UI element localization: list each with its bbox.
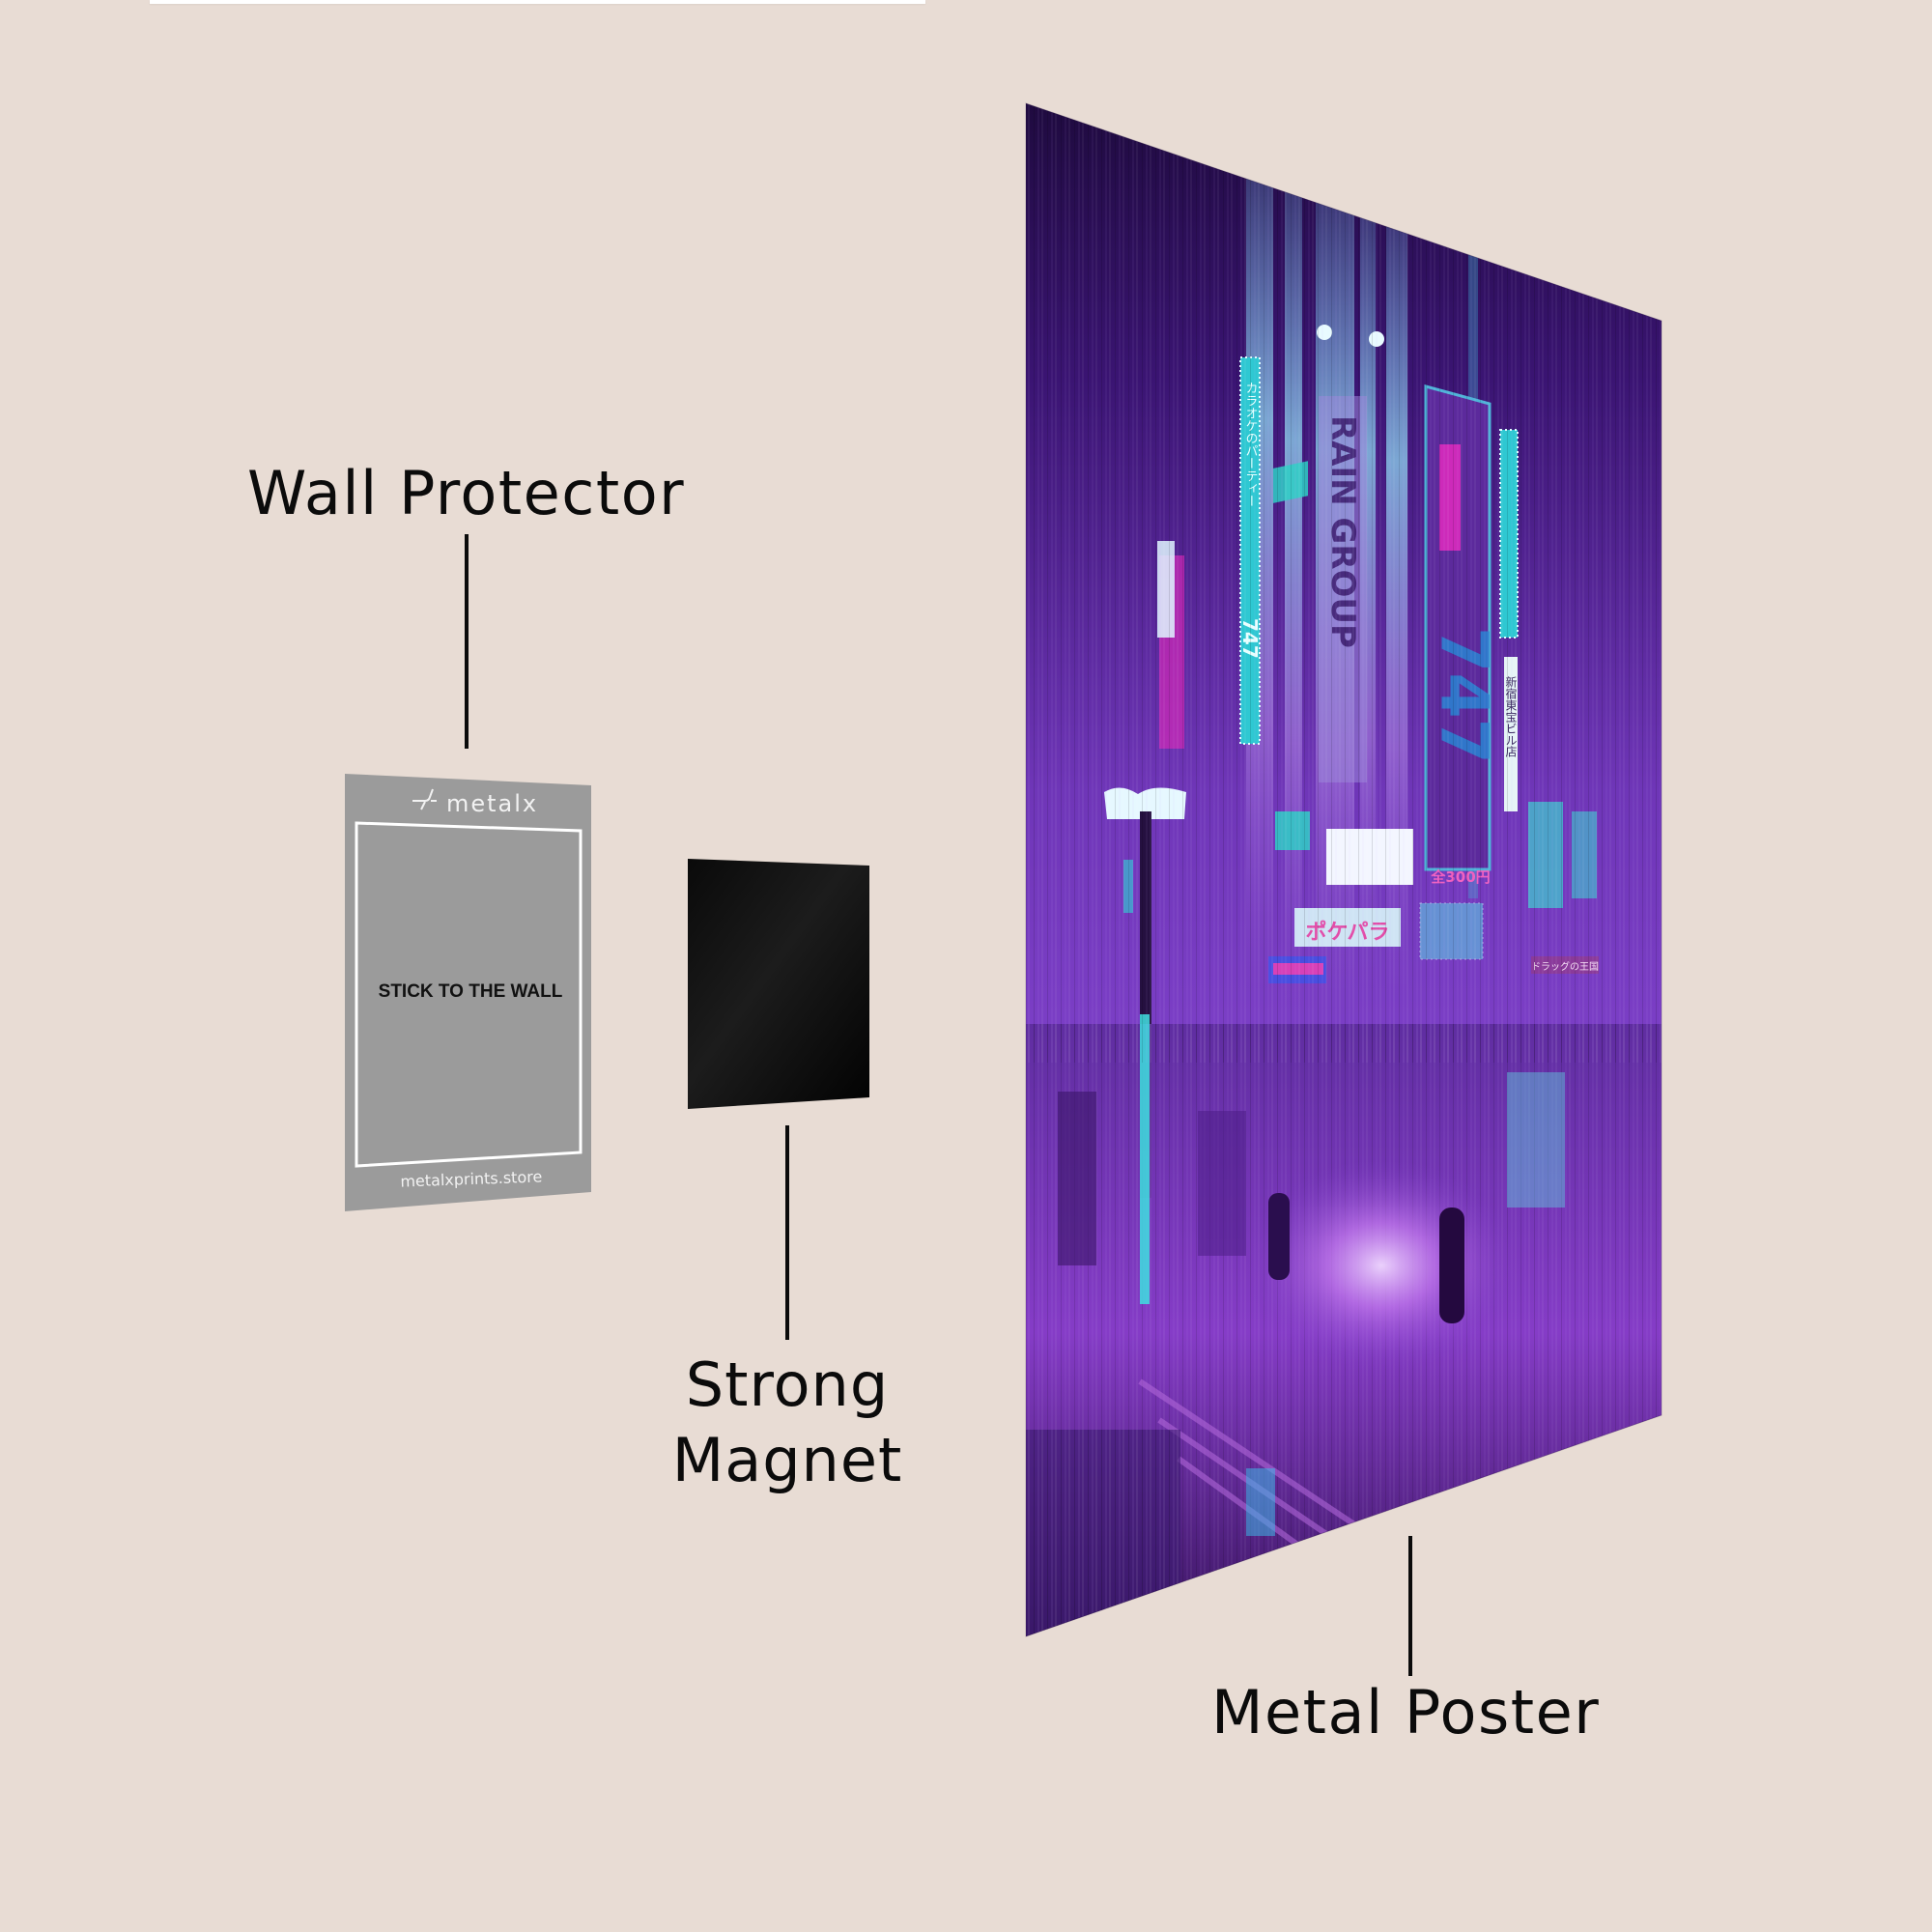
strong-magnet-plate — [688, 859, 869, 1109]
strong-magnet-label: Strong Magnet — [671, 1350, 903, 1495]
metalx-brand-text: metalx — [446, 790, 538, 817]
stick-to-wall-text: STICK TO THE WALL — [379, 981, 563, 1002]
wall-protector-label: Wall Protector — [247, 458, 686, 528]
magnet-leader-line — [785, 1125, 789, 1340]
top-white-strip — [150, 0, 925, 4]
metalx-logo-icon — [412, 788, 437, 810]
metal-poster-artwork: カラオケのパーティー 747 RAIN GROUP 747 全300円 新宿東宝… — [1026, 103, 1662, 1636]
metal-poster-label: Metal Poster — [1211, 1677, 1601, 1747]
wall-protector-plate: metalx STICK TO THE WALL metalxprints.st… — [345, 774, 591, 1211]
wall-protector-leader-line — [465, 534, 469, 749]
metal-poster-leader-line — [1408, 1536, 1412, 1676]
